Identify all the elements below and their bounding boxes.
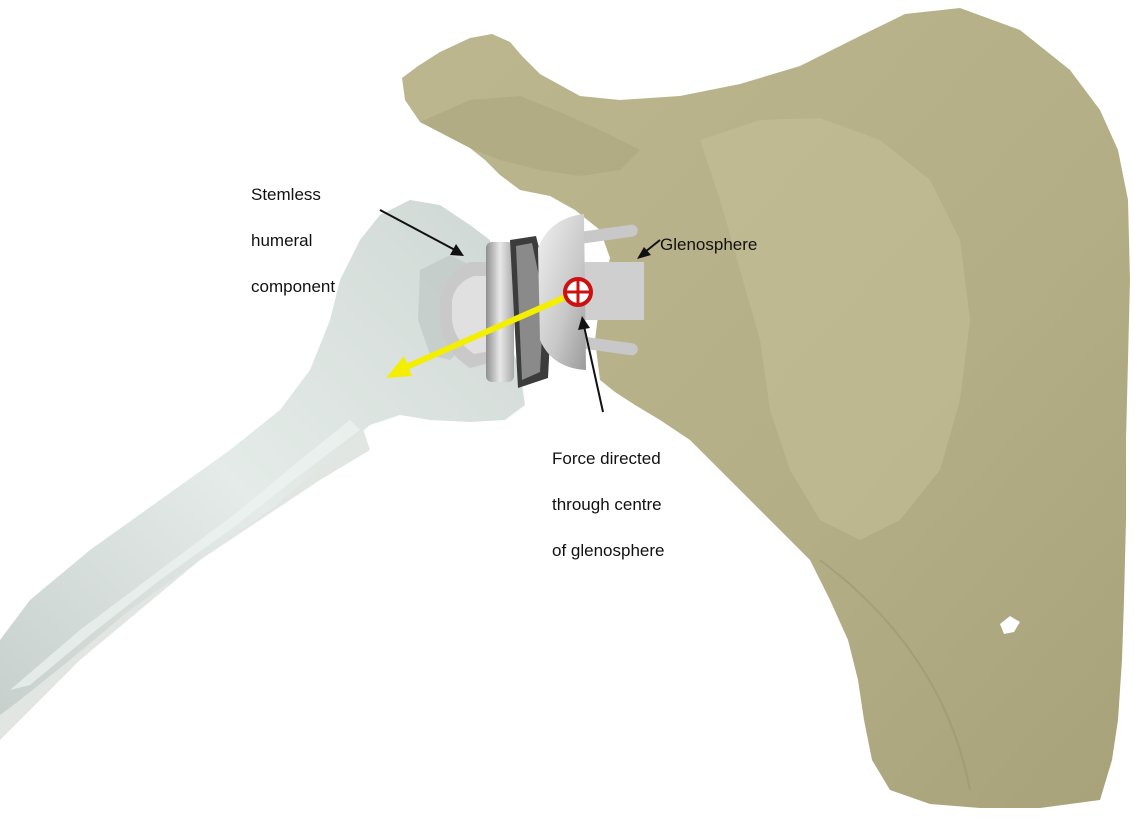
label-line: humeral — [251, 229, 335, 252]
circle-cross-marker — [565, 279, 591, 305]
label-line: of glenosphere — [552, 539, 664, 562]
label-line: Force directed — [552, 447, 664, 470]
label-line: through centre — [552, 493, 664, 516]
label-line: component — [251, 275, 335, 298]
label-line: Stemless — [251, 183, 335, 206]
label-glenosphere: Glenosphere — [660, 210, 757, 279]
label-force-directed: Force directed through centre of glenosp… — [552, 424, 664, 585]
label-line: Glenosphere — [660, 233, 757, 256]
label-stemless-humeral-component: Stemless humeral component — [251, 160, 335, 321]
